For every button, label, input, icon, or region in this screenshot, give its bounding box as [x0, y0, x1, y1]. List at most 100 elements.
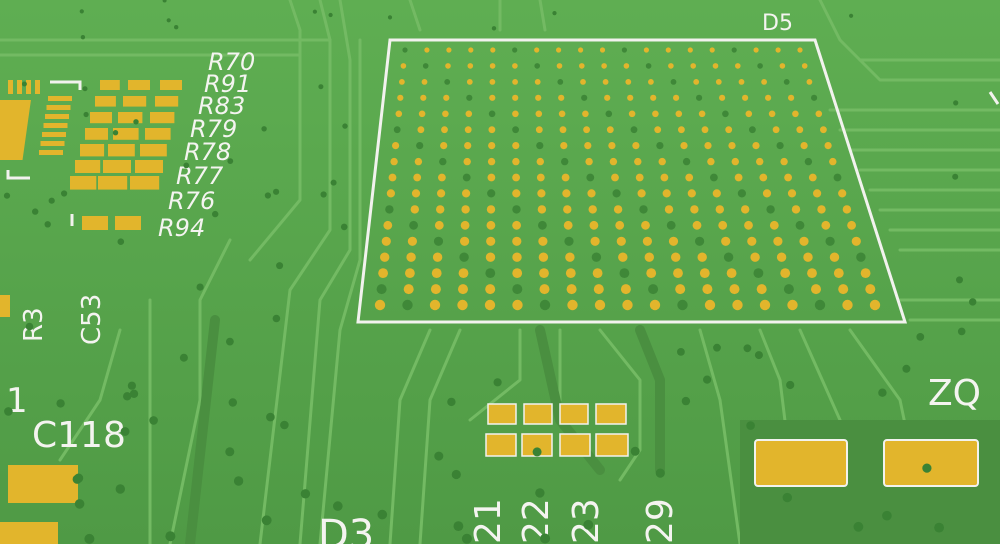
bga-ball [556, 63, 563, 69]
bga-ball [583, 126, 590, 134]
bga-ball [561, 173, 570, 182]
bga-ball [644, 252, 654, 262]
resistor-pad-array [70, 80, 182, 230]
bga-ball [718, 220, 728, 230]
bga-ball [534, 63, 540, 69]
bga-ball [772, 126, 780, 134]
bga-ball [756, 284, 767, 295]
bga-ball [662, 189, 671, 198]
bga-ball [838, 189, 847, 198]
via [72, 474, 82, 484]
bga-ball [489, 63, 496, 69]
bga-ball [591, 252, 602, 262]
bga-ball [635, 173, 644, 182]
label-r91: R91 [204, 70, 251, 98]
bga-ball [460, 236, 470, 246]
bga-ball [799, 236, 809, 246]
resistor-pad [118, 112, 143, 124]
via [80, 35, 86, 40]
bga-ball [383, 220, 393, 230]
bga-ball [464, 142, 472, 150]
bga-ball [409, 220, 418, 230]
label-22: 22 [516, 498, 557, 544]
bga-ball [729, 284, 740, 295]
via [754, 351, 763, 360]
bga-ball [407, 236, 417, 246]
via [340, 223, 348, 231]
bga-ball [422, 63, 429, 69]
via [117, 238, 125, 245]
bga-ball [860, 268, 871, 278]
resistor-pad [145, 128, 171, 140]
bga-ball [690, 63, 696, 69]
via [83, 111, 89, 118]
qfp-pin [43, 123, 68, 128]
via [953, 100, 959, 106]
bga-ball [402, 299, 413, 311]
via [149, 416, 158, 425]
via [451, 469, 461, 480]
bga-ball [445, 63, 451, 69]
bga-ball [811, 94, 818, 101]
bga-ball [747, 236, 757, 246]
qfp-pin [42, 132, 66, 137]
bga-ball [463, 157, 471, 166]
bga-ball [792, 110, 799, 118]
bga-ball [438, 173, 446, 182]
bga-ball [378, 268, 388, 278]
qfp-pin [35, 80, 40, 94]
bga-ball [615, 220, 625, 230]
resistor-labels: R70 R91 R83 R79 R78 R77 R76 R94 [158, 48, 255, 242]
via [552, 11, 557, 16]
bga-ball [673, 268, 683, 278]
bga-ball [666, 220, 676, 230]
via [133, 119, 139, 125]
bga-ball [769, 220, 779, 230]
bga-ball [439, 157, 447, 166]
bga-ball [820, 126, 827, 134]
bga-ball [712, 63, 719, 69]
bga-ball [660, 173, 669, 182]
label-29: 29 [640, 498, 681, 544]
bga-ball [709, 47, 715, 53]
bga-ball [599, 47, 606, 53]
bga-ball [585, 157, 593, 166]
bga-ball [512, 157, 520, 166]
via [532, 447, 542, 457]
via [276, 262, 284, 270]
bga-ball [512, 299, 523, 311]
via [491, 26, 497, 31]
bga-ball [712, 189, 721, 198]
bga-ball [512, 220, 521, 230]
bga-ball [756, 157, 764, 166]
qfp-pin [26, 80, 31, 94]
bga-ball [402, 47, 408, 53]
bga-ball [652, 110, 659, 118]
bga-ball [400, 63, 407, 69]
bga-ball [489, 94, 496, 101]
resistor-pad [150, 112, 175, 124]
bga-ball [592, 268, 603, 278]
bga-ball [675, 284, 686, 295]
bga-ball [775, 47, 781, 53]
bga-ball [824, 142, 832, 150]
bga-ball [558, 110, 566, 118]
bga-ball [461, 205, 470, 214]
bga-ball [722, 110, 729, 118]
via [952, 173, 959, 180]
bga-ball [645, 63, 652, 69]
bga-ball [399, 79, 405, 85]
bga-ball [606, 126, 614, 134]
resistor-pad [113, 128, 139, 140]
bga-ball [643, 47, 650, 53]
bga-ball [838, 284, 849, 295]
bga-ball [386, 189, 395, 198]
bga-ball [512, 47, 518, 53]
bga-ball [721, 236, 731, 246]
bga-ball [414, 157, 423, 166]
via [956, 276, 963, 284]
bga-ball [468, 47, 474, 53]
bga-ball [388, 173, 397, 182]
bga-ball [806, 79, 813, 85]
bga-ball [380, 252, 390, 262]
